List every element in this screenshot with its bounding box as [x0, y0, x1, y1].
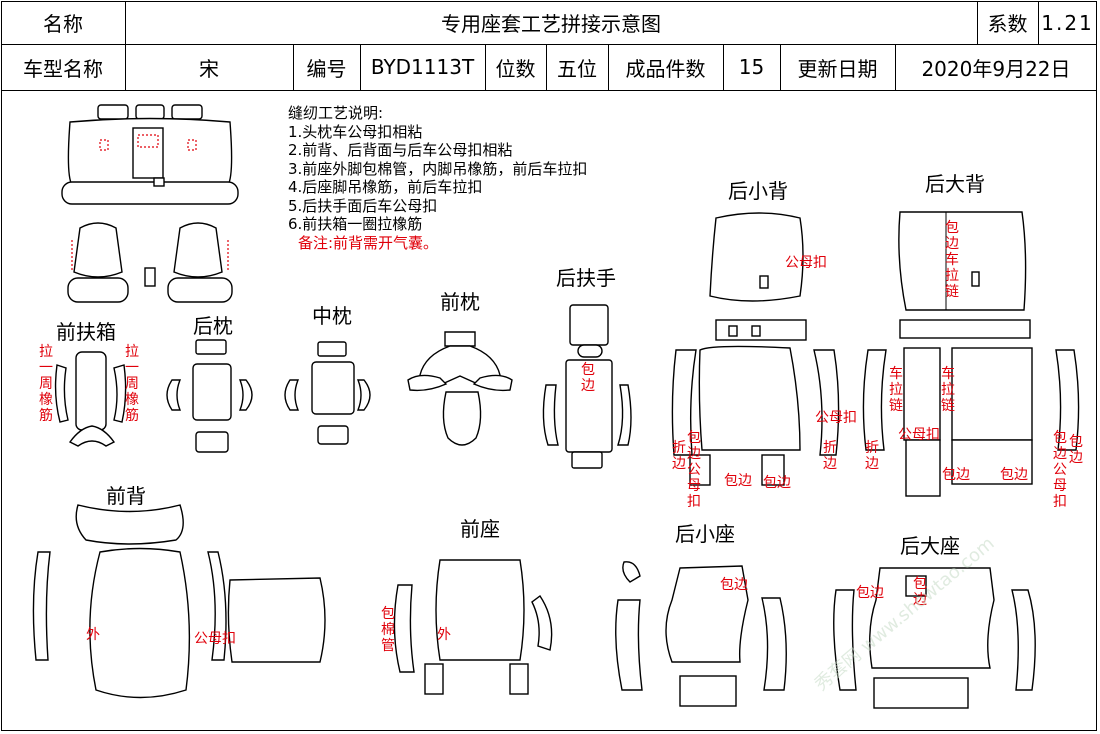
label-binding: 包边: [724, 473, 752, 489]
section-front-seat: 前座: [460, 517, 500, 541]
coef-value: 1.21: [1041, 10, 1094, 35]
model-label: 车型名称: [23, 56, 103, 81]
label-fold-binding: 折边: [823, 440, 837, 472]
section-front-headrest: 前枕: [440, 290, 480, 314]
pieces-label: 成品件数: [625, 56, 706, 81]
label-sew-zipper: 车拉链: [889, 366, 903, 414]
col-divider: [1038, 1, 1039, 45]
header-bottom-border: [1, 90, 1097, 91]
label-binding-snap: 包边公母扣: [687, 430, 701, 510]
col-divider: [293, 44, 294, 90]
col-divider: [977, 1, 978, 45]
section-rear-large-seat: 后大座: [900, 534, 960, 558]
front-seats-overview: [67, 222, 233, 303]
label-pull-elastic-left: 拉一周橡筋: [39, 344, 53, 424]
label-binding: 包边: [763, 475, 791, 491]
label-snap: 公母扣: [898, 427, 940, 443]
model-value: 宋: [199, 56, 219, 81]
front-seat-right-outline: [173, 222, 223, 278]
col-divider: [485, 44, 486, 90]
notes-remark: 备注:前背需开气囊。: [298, 233, 439, 252]
label-outer: 外: [86, 627, 100, 643]
seats-label: 位数: [495, 56, 536, 81]
label-binding: 包边: [1000, 467, 1028, 483]
note-item: 5.后扶手面后车公母扣: [288, 196, 438, 215]
label-foam-tube-binding: 包棉管: [381, 606, 395, 654]
code-value: BYD1113T: [370, 55, 475, 79]
label-snap: 公母扣: [785, 255, 827, 271]
section-rear-small-seat: 后小座: [675, 522, 735, 546]
label-fold-binding: 折边: [865, 440, 879, 472]
note-item: 4.后座脚吊橡筋，前后车拉扣: [288, 178, 483, 196]
label-snap: 公母扣: [194, 631, 236, 647]
section-middle-headrest: 中枕: [312, 304, 352, 328]
label-fold-binding: 折边: [672, 440, 686, 472]
section-rear-large-back: 后大背: [925, 172, 985, 196]
section-front-armbox: 前扶箱: [56, 320, 116, 344]
note-item: 2.前背、后背面与后车公母扣相粘: [288, 141, 513, 159]
sewing-notes: 缝纫工艺说明: 1.头枕车公母扣相粘 2.前背、后背面与后车公母扣相粘 3.前座…: [288, 104, 587, 252]
section-rear-small-back: 后小背: [728, 179, 788, 203]
col-divider: [895, 44, 896, 90]
rear-small-back-pieces: [671, 212, 840, 486]
front-seat-left-cushion: [67, 277, 129, 303]
rear-bench-overview: [61, 104, 239, 205]
label-binding: 包边: [1069, 434, 1083, 466]
section-front-back: 前背: [106, 484, 146, 508]
rear-large-back-pieces: [862, 211, 1080, 497]
note-item: 3.前座外脚包棉管，内脚吊橡筋，前后车拉扣: [288, 159, 588, 178]
middle-headrest-pieces: [284, 341, 371, 445]
label-sew-zipper: 车拉链: [941, 366, 955, 414]
notes-heading: 缝纫工艺说明:: [288, 104, 384, 122]
note-item: 6.前扶箱一圈拉橡筋: [288, 215, 423, 233]
front-seat-pieces: [393, 559, 553, 695]
console-outline: [144, 267, 156, 287]
front-headrest-pieces: [407, 331, 513, 446]
label-zipper-binding: 包边车拉链: [945, 220, 959, 300]
front-seat-right-cushion: [167, 277, 233, 303]
label-binding-snap: 包边公母扣: [1053, 430, 1067, 510]
label-binding: 包边: [720, 577, 748, 593]
page-title: 专用座套工艺拼接示意图: [441, 12, 661, 36]
rear-small-seat-pieces: [615, 561, 787, 707]
front-seat-left-outline: [73, 222, 123, 278]
headrest-outline: [97, 104, 129, 120]
col-divider: [780, 44, 781, 90]
label-binding: 包边: [581, 362, 595, 394]
col-divider: [608, 44, 609, 90]
label-pull-elastic-right: 拉一周橡筋: [125, 344, 139, 424]
label-outer: 外: [437, 627, 451, 643]
date-label: 更新日期: [797, 56, 878, 81]
headrest-outline: [171, 104, 203, 120]
rear-headrest-pieces: [166, 339, 253, 453]
seats-value: 五位: [557, 56, 597, 81]
front-back-pieces: [32, 504, 326, 699]
col-divider: [723, 44, 724, 90]
section-rear-armrest: 后扶手: [556, 266, 616, 290]
section-rear-headrest: 后枕: [193, 314, 233, 338]
coef-label: 系数: [987, 12, 1028, 36]
rear-large-seat-pieces: [833, 567, 1036, 709]
buckle-outline: [153, 177, 165, 187]
col-divider: [125, 1, 126, 90]
pieces-value: 15: [738, 55, 765, 79]
front-armbox-pieces: [54, 351, 127, 447]
name-label: 名称: [43, 12, 83, 36]
label-snap: 公母扣: [815, 410, 857, 426]
date-value: 2020年9月22日: [921, 56, 1071, 81]
note-item: 1.头枕车公母扣相粘: [288, 122, 423, 141]
header-row-divider: [1, 44, 1097, 45]
label-binding: 包边: [942, 467, 970, 483]
rear-cushion-outline: [61, 181, 239, 205]
rear-armrest-pieces: [542, 304, 632, 469]
col-divider: [360, 44, 361, 90]
label-binding: 包边: [856, 585, 884, 601]
col-divider: [546, 44, 547, 90]
code-label: 编号: [306, 56, 347, 81]
label-binding: 包边: [913, 576, 927, 608]
headrest-outline: [135, 104, 165, 120]
